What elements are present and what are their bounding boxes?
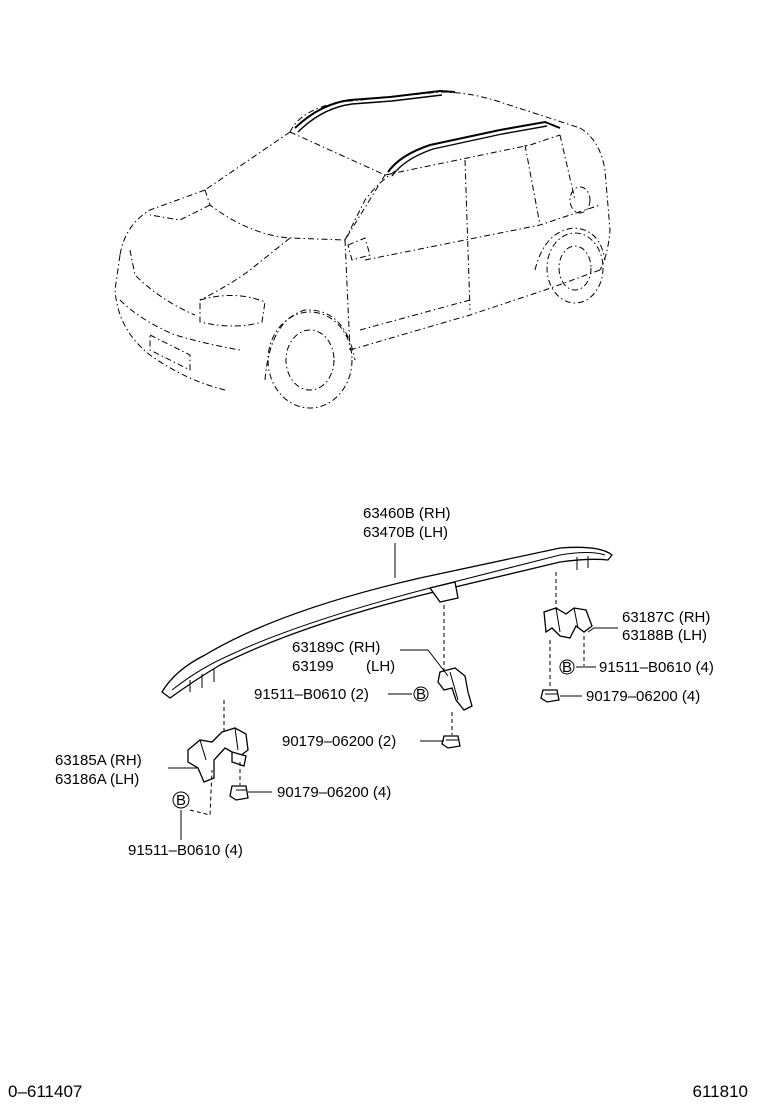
bolt-marker-front: B	[172, 791, 190, 809]
front-support-rh-label: 63185A (RH)	[55, 752, 142, 769]
bolt-rear-label: 91511–B0610 (4)	[599, 659, 714, 676]
rail-rh-label: 63460B (RH)	[363, 505, 451, 522]
rear-support-rh-label: 63187C (RH)	[622, 609, 710, 626]
center-support-bracket	[437, 667, 473, 711]
svg-text:B: B	[562, 659, 572, 676]
rear-support-lh-label: 63188B (LH)	[622, 627, 707, 644]
svg-text:B: B	[176, 792, 186, 809]
roof-rail	[161, 546, 613, 699]
front-clip-nut	[229, 785, 249, 801]
bolt-center-label: 91511–B0610 (2)	[254, 686, 369, 703]
bolt-front-label: 91511–B0610 (4)	[128, 842, 243, 859]
nut-center-label: 90179–06200 (2)	[282, 733, 396, 750]
bolt-marker-center: B	[413, 686, 429, 703]
svg-text:B: B	[416, 686, 426, 703]
front-bolt-leader	[189, 769, 213, 816]
rear-clip-nut	[540, 689, 560, 703]
rear-support-bracket	[543, 607, 593, 639]
center-support-lh-label: 63199	[292, 658, 334, 675]
car-illustration	[114, 89, 611, 409]
front-support-bracket	[187, 727, 249, 783]
center-support-lh-side-label: (LH)	[366, 658, 395, 675]
center-clip-nut	[441, 735, 461, 749]
callout-leaders	[168, 543, 618, 840]
figure-code-left: 0–611407	[8, 1082, 82, 1101]
front-support-lh-label: 63186A (LH)	[55, 771, 139, 788]
figure-code-right: 611810	[693, 1082, 748, 1101]
bolt-marker-rear: B	[559, 659, 575, 676]
center-support-rh-label: 63189C (RH)	[292, 639, 380, 656]
rail-lh-label: 63470B (LH)	[363, 524, 448, 541]
nut-rear-label: 90179–06200 (4)	[586, 688, 700, 705]
nut-front-label: 90179–06200 (4)	[277, 784, 391, 801]
